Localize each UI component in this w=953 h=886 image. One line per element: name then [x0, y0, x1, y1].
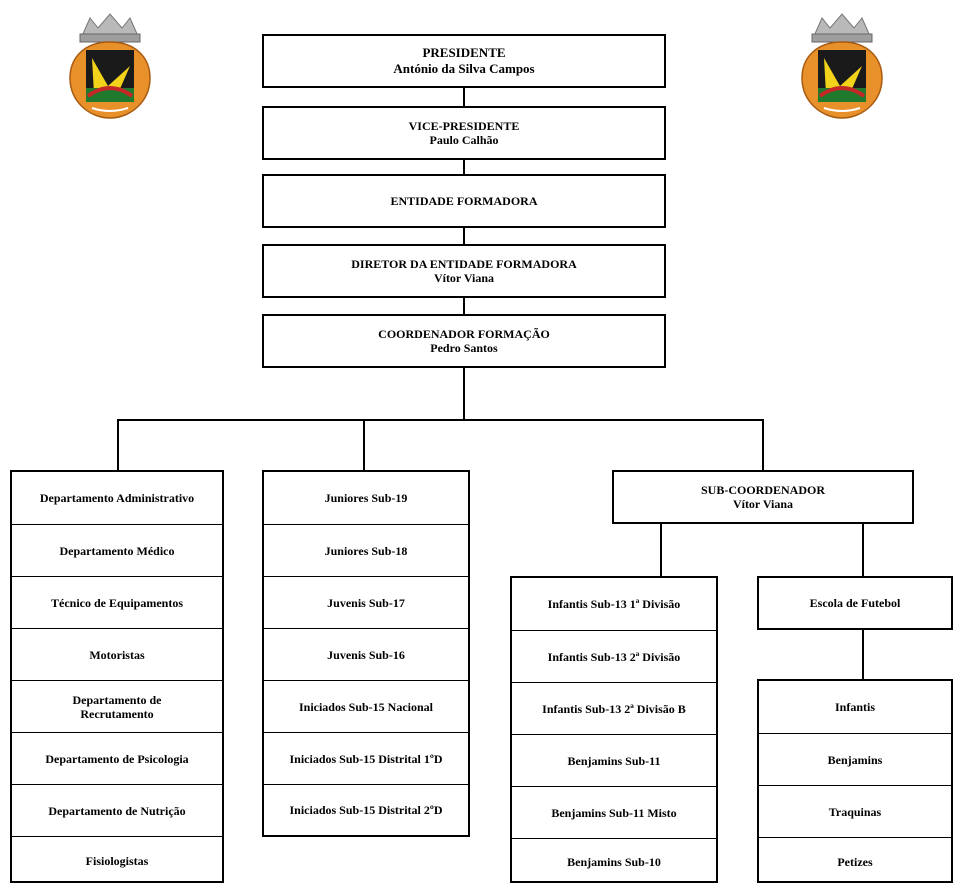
list-item: Infantis — [834, 699, 875, 714]
president-box: PRESIDENTE António da Silva Campos — [262, 34, 666, 88]
list-item: Departamento Médico — [12, 524, 222, 577]
coordinator-title: COORDENADOR FORMAÇÃO — [378, 326, 550, 341]
list-item: Infantis Sub-13 2ª Divisão B — [512, 682, 716, 735]
list-item: Benjamins Sub-11 Misto — [512, 786, 716, 839]
list-item: Juvenis Sub-16 — [264, 628, 468, 681]
list-item: Infantis Sub-13 2ª Divisão — [512, 630, 716, 683]
connector-line — [862, 524, 864, 577]
football-school-title: Escola de Futebol — [809, 595, 901, 610]
connector-line — [762, 419, 764, 472]
list-item: Benjamins — [759, 733, 951, 786]
school-groups-list: Infantis Benjamins Traquinas Petizes — [757, 679, 953, 883]
connector-line — [463, 88, 465, 106]
younger-teams-list: Infantis Sub-13 1ª Divisão Infantis Sub-… — [510, 576, 718, 883]
branch-horizontal-line — [117, 419, 763, 421]
list-item: Departamento de Recrutamento — [12, 680, 222, 733]
connector-line — [463, 160, 465, 174]
sub-coordinator-title: SUB-COORDENADOR — [700, 482, 825, 497]
president-name: António da Silva Campos — [393, 61, 535, 76]
connector-line — [117, 419, 119, 472]
list-item: Traquinas — [759, 785, 951, 838]
vice-president-box: VICE-PRESIDENTE Paulo Calhão — [262, 106, 666, 160]
football-school-box: Escola de Futebol — [757, 576, 953, 630]
list-item: Motoristas — [12, 628, 222, 681]
list-item: Iniciados Sub-15 Distrital 2ºD — [264, 784, 468, 836]
list-item: Departamento de Psicologia — [12, 732, 222, 785]
sub-coordinator-box: SUB-COORDENADOR Vítor Viana — [612, 470, 914, 524]
president-title: PRESIDENTE — [422, 45, 506, 61]
club-crest-right-icon — [801, 13, 883, 119]
teams-list: Juniores Sub-19 Juniores Sub-18 Juvenis … — [262, 470, 470, 837]
connector-line — [660, 524, 662, 577]
list-item: Petizes — [759, 837, 951, 886]
list-item: Fisiologistas — [12, 836, 222, 886]
connector-line — [862, 630, 864, 680]
list-item: Juniores Sub-18 — [264, 524, 468, 577]
list-item: Juvenis Sub-17 — [264, 576, 468, 629]
list-item: Departamento Administrativo — [39, 490, 195, 505]
connector-line — [363, 419, 365, 472]
list-item: Departamento de Nutrição — [12, 784, 222, 837]
departments-list: Departamento Administrativo Departamento… — [10, 470, 224, 883]
list-item: Técnico de Equipamentos — [12, 576, 222, 629]
coordinator-name: Pedro Santos — [430, 341, 498, 355]
coordinator-box: COORDENADOR FORMAÇÃO Pedro Santos — [262, 314, 666, 368]
director-name: Vítor Viana — [433, 271, 495, 285]
list-item: Infantis Sub-13 1ª Divisão — [547, 596, 681, 611]
sub-coordinator-name: Vítor Viana — [732, 497, 794, 511]
training-entity-title: ENTIDADE FORMADORA — [390, 193, 538, 208]
connector-line — [463, 368, 465, 420]
list-item: Benjamins Sub-10 — [512, 838, 716, 886]
training-entity-box: ENTIDADE FORMADORA — [262, 174, 666, 228]
list-item: Juniores Sub-19 — [324, 490, 408, 505]
director-title: DIRETOR DA ENTIDADE FORMADORA — [351, 256, 577, 271]
list-item: Iniciados Sub-15 Nacional — [264, 680, 468, 733]
list-item: Iniciados Sub-15 Distrital 1ºD — [264, 732, 468, 785]
vice-president-name: Paulo Calhão — [429, 133, 499, 147]
connector-line — [463, 228, 465, 244]
club-crest-left-icon — [69, 13, 151, 119]
list-item: Benjamins Sub-11 — [512, 734, 716, 787]
vice-president-title: VICE-PRESIDENTE — [408, 118, 520, 133]
connector-line — [463, 298, 465, 314]
director-box: DIRETOR DA ENTIDADE FORMADORA Vítor Vian… — [262, 244, 666, 298]
